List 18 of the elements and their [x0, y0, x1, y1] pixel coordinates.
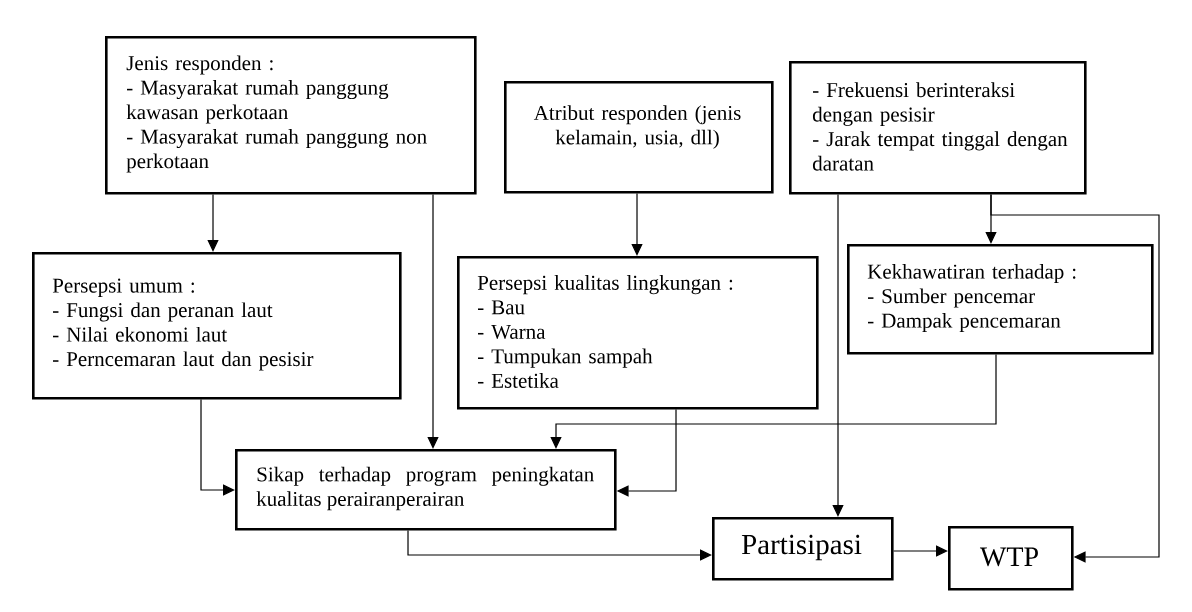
factor-box: Atribut responden (jenis kelamain, usia, dll) [504, 81, 774, 194]
connector-arrow [631, 193, 643, 256]
connector-arrow [550, 354, 997, 449]
connector-arrow [893, 545, 948, 557]
connector-arrow [427, 194, 439, 449]
factor-box: Persepsi kualitas lingkungan : - Bau - Warna - Tumpukan sampah - Estetika [457, 256, 819, 410]
connector-arrow [200, 399, 235, 496]
factor-box: - Frekuensi berinteraksi dengan pesisir - Jarak tempat tinggal dengan daratan [789, 61, 1087, 195]
connector-arrow [407, 530, 712, 561]
connector-arrow [207, 194, 219, 252]
factor-box: Persepsi umum : - Fungsi dan peranan laut - Nilai ekonomi laut - Perncemaran laut dan pesisir [32, 252, 402, 400]
connector-arrow [832, 194, 844, 517]
factor-box: Kekhawatiran terhadap : - Sumber pencemar - Dampak pencemaran [847, 244, 1154, 355]
factor-box: Jenis responden : - Masyarakat rumah panggung kawasan perkotaan - Masyarakat rumah panggung non perkotaan [105, 36, 477, 195]
factor-box: Sikap terhadap program peningkatan kualitas perairanperairan [235, 449, 617, 531]
outcome-box: WTP [948, 526, 1074, 591]
outcome-box: Partisipasi [712, 517, 894, 581]
connector-arrow [990, 194, 1160, 563]
